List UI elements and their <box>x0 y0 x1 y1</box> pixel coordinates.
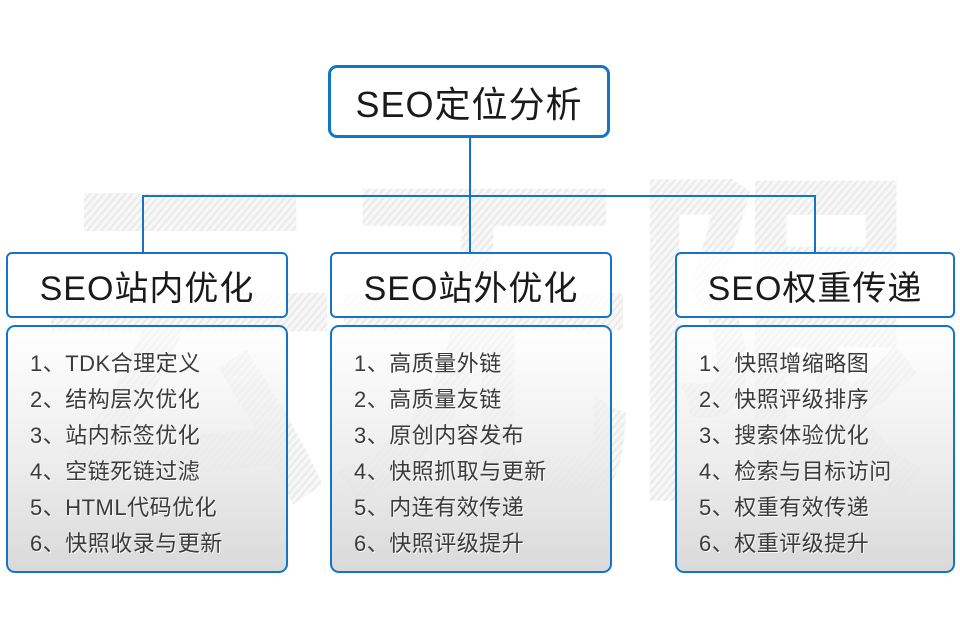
branch-node-label: SEO站内优化 <box>39 269 255 308</box>
list-item: 1、高质量外链 <box>354 351 502 376</box>
list-item: 1、快照增缩略图 <box>699 351 870 376</box>
list-item: 4、检索与目标访问 <box>699 459 892 484</box>
list-item: 3、站内标签优化 <box>30 423 201 448</box>
connector-left-vertical <box>142 195 144 254</box>
item-list: 1、快照增缩略图 2、快照评级排序 3、搜索体验优化 4、检索与目标访问 5、权… <box>677 327 953 562</box>
list-item: 6、权重评级提升 <box>699 531 870 556</box>
connector-right-vertical <box>814 195 816 254</box>
root-node-label: SEO定位分析 <box>355 83 583 125</box>
list-item: 6、快照评级提升 <box>354 531 525 556</box>
list-item: 2、高质量友链 <box>354 387 502 412</box>
list-item: 6、快照收录与更新 <box>30 531 223 556</box>
list-item: 2、快照评级排序 <box>699 387 870 412</box>
branch-node-label: SEO站外优化 <box>363 269 579 308</box>
list-item: 3、搜索体验优化 <box>699 423 870 448</box>
list-item: 3、原创内容发布 <box>354 423 525 448</box>
branch-list-weight-transfer: 1、快照增缩略图 2、快照评级排序 3、搜索体验优化 4、检索与目标访问 5、权… <box>675 325 955 573</box>
branch-node-onsite-optimization: SEO站内优化 <box>6 252 288 318</box>
list-item: 4、快照抓取与更新 <box>354 459 547 484</box>
branch-list-offsite-optimization: 1、高质量外链 2、高质量友链 3、原创内容发布 4、快照抓取与更新 5、内连有… <box>330 325 612 573</box>
item-list: 1、高质量外链 2、高质量友链 3、原创内容发布 4、快照抓取与更新 5、内连有… <box>332 327 610 562</box>
list-item: 2、结构层次优化 <box>30 387 201 412</box>
connector-branch-horizontal <box>142 195 816 197</box>
branch-node-weight-transfer: SEO权重传递 <box>675 252 955 318</box>
list-item: 1、TDK合理定义 <box>30 351 201 376</box>
branch-node-offsite-optimization: SEO站外优化 <box>330 252 612 318</box>
branch-list-onsite-optimization: 1、TDK合理定义 2、结构层次优化 3、站内标签优化 4、空链死链过滤 5、H… <box>6 325 288 573</box>
branch-node-label: SEO权重传递 <box>707 269 923 308</box>
item-list: 1、TDK合理定义 2、结构层次优化 3、站内标签优化 4、空链死链过滤 5、H… <box>8 327 286 562</box>
list-item: 5、HTML代码优化 <box>30 495 218 520</box>
list-item: 5、内连有效传递 <box>354 495 525 520</box>
list-item: 4、空链死链过滤 <box>30 459 201 484</box>
list-item: 5、权重有效传递 <box>699 495 870 520</box>
root-node-seo-positioning-analysis: SEO定位分析 <box>328 65 610 138</box>
